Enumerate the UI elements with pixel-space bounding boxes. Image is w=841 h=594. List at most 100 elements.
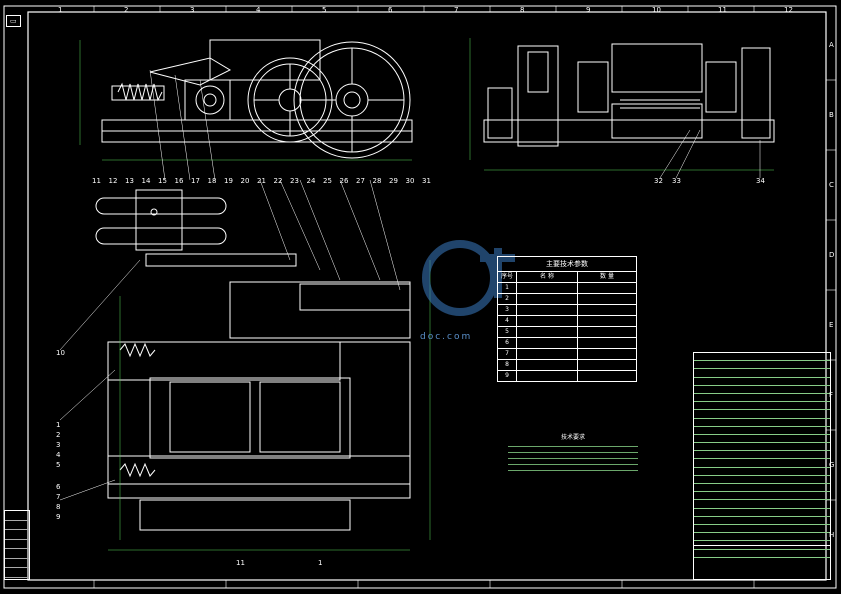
detail-view (95, 189, 227, 251)
grid-letter: D (829, 251, 835, 259)
bom-row (694, 451, 830, 460)
grid-ticks (93, 6, 836, 588)
table-row: 8 (498, 360, 636, 371)
part-callout: 21 (257, 177, 266, 185)
part-callout: 30 (405, 177, 415, 185)
note-line (508, 458, 638, 459)
grid-number: 2 (124, 6, 129, 14)
bom-row (694, 353, 830, 362)
part-callout: 6 (56, 483, 61, 491)
part-callout: 26 (339, 177, 349, 185)
table-row: 3 (498, 305, 636, 316)
part-callout: 4 (56, 451, 61, 459)
tech-params-title: 主要技术参数 (498, 257, 636, 272)
part-callout: 22 (273, 177, 283, 185)
technical-notes: 技术要求 (508, 432, 638, 476)
plan-view (107, 253, 431, 551)
table-row: 1 (498, 283, 636, 294)
notes-title: 技术要求 (560, 434, 585, 441)
table-row: 4 (498, 316, 636, 327)
part-callout: 14 (141, 177, 151, 185)
bom-table (693, 352, 831, 558)
watermark-text: doc.com (420, 332, 473, 342)
part-callout: 15 (158, 177, 167, 185)
bom-row (694, 517, 830, 525)
bom-row (694, 459, 830, 468)
part-callout: 7 (56, 493, 61, 501)
table-row: 6 (498, 338, 636, 349)
grid-letter: B (829, 111, 834, 119)
grid-letter: A (829, 41, 834, 49)
side-view (469, 38, 775, 171)
part-callout: 10 (56, 349, 65, 357)
grid-number: 12 (784, 6, 793, 14)
part-callout: 29 (389, 177, 398, 185)
bom-row (694, 378, 830, 386)
part-callout: 25 (323, 177, 332, 185)
grid-number: 10 (652, 6, 661, 14)
note-line (508, 452, 638, 453)
part-callout: 31 (422, 177, 431, 185)
bom-row (694, 369, 830, 378)
grid-number: 5 (322, 6, 327, 14)
tech-params-header: 序号 名 称 数 量 (498, 272, 636, 283)
bom-row (694, 402, 830, 411)
bom-row (694, 484, 830, 493)
part-callout: 8 (56, 503, 61, 511)
grid-letter: E (829, 321, 834, 329)
grid-number: 4 (256, 6, 261, 14)
part-callout: 17 (191, 177, 200, 185)
leader-lines (59, 69, 761, 501)
table-row: 2 (498, 294, 636, 305)
part-callout: 12 (108, 177, 118, 185)
part-callout: 13 (125, 177, 134, 185)
note-line (508, 464, 638, 465)
part-callout: 3 (56, 441, 61, 449)
sheet-code-box: ▭ (6, 15, 21, 27)
bom-row (694, 419, 830, 427)
table-row: 7 (498, 349, 636, 360)
bom-row (694, 533, 830, 542)
bom-row (694, 394, 830, 403)
grid-number: 9 (586, 6, 591, 14)
grid-letter: F (829, 391, 834, 399)
bom-row (694, 410, 830, 419)
part-callout: 23 (290, 177, 299, 185)
grid-letter: G (829, 461, 835, 469)
title-block (693, 545, 831, 580)
table-row: 9 (498, 371, 636, 381)
bom-row (694, 361, 830, 370)
part-callout: 1 (56, 421, 61, 429)
bom-row (694, 500, 830, 509)
bom-row (694, 541, 830, 550)
grid-letter: H (829, 531, 835, 539)
part-callout: 1 (318, 559, 323, 567)
part-callout: 32 (654, 177, 663, 185)
grid-letter: C (829, 181, 834, 189)
part-callout: 9 (56, 513, 61, 521)
part-callout: 5 (56, 461, 61, 469)
part-callout: 27 (356, 177, 365, 185)
part-callout: 33 (672, 177, 681, 185)
front-view (79, 39, 413, 161)
table-row: 5 (498, 327, 636, 338)
grid-number: 8 (520, 6, 525, 14)
grid-number: 3 (190, 6, 195, 14)
bom-row (694, 468, 830, 476)
part-callout: 24 (306, 177, 316, 185)
grid-number: 7 (454, 6, 459, 14)
bom-row (694, 386, 830, 394)
bom-row (694, 492, 830, 501)
part-callout: 18 (207, 177, 217, 185)
bom-row (694, 525, 830, 534)
part-callout: 11 (92, 177, 101, 185)
part-callout: 11 (236, 559, 245, 567)
tech-params-table: 主要技术参数 序号 名 称 数 量 1 2 3 4 5 6 7 8 9 (497, 256, 637, 382)
grid-number: 11 (718, 6, 727, 14)
grid-number: 6 (388, 6, 393, 14)
bom-row (694, 427, 830, 435)
bom-row (694, 443, 830, 452)
part-callout: 20 (240, 177, 250, 185)
part-callout: 34 (756, 177, 765, 185)
